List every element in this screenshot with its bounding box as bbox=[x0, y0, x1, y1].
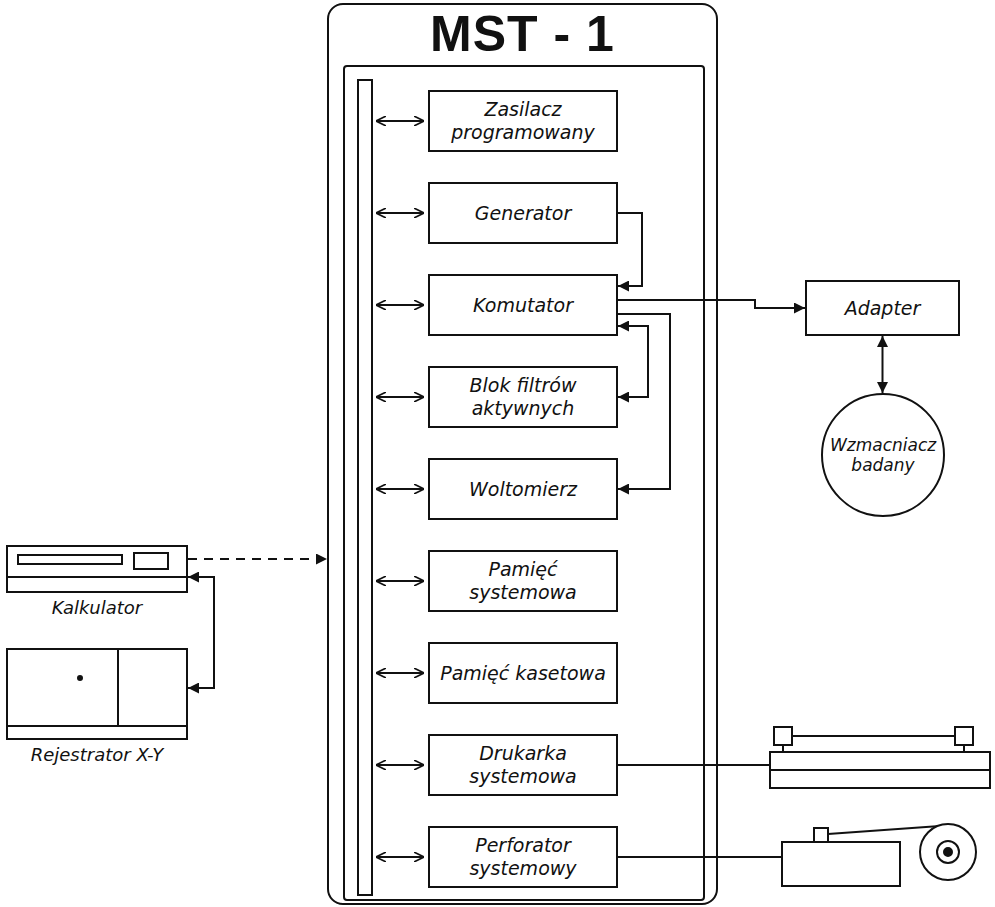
device-outline bbox=[6, 545, 188, 593]
box-label: Komutator bbox=[473, 294, 573, 317]
module-box: Generator bbox=[428, 182, 618, 244]
signal-connector bbox=[618, 314, 670, 489]
module-box: Pamięć systemowa bbox=[428, 550, 618, 612]
module-box: Komutator bbox=[428, 274, 618, 336]
tape-punch-symbol bbox=[618, 824, 976, 886]
device-label: Kalkulator bbox=[6, 597, 188, 618]
circle-label: Wzmacniacz badany bbox=[830, 435, 936, 476]
signal-connector bbox=[188, 558, 327, 560]
module-box: Pamięć kasetowa bbox=[428, 642, 618, 704]
xy-recorder-device: Rejestrator X-Y bbox=[6, 648, 188, 772]
module-box: Zasilacz programowany bbox=[428, 90, 618, 152]
signal-connector bbox=[188, 577, 214, 688]
system-title: MST - 1 bbox=[329, 5, 716, 63]
module-box: Blok filtrów aktywnych bbox=[428, 366, 618, 428]
signal-connector bbox=[618, 326, 648, 397]
printer-symbol bbox=[618, 727, 990, 788]
signal-connector bbox=[618, 213, 642, 286]
box-label: Zasilacz programowany bbox=[438, 98, 608, 144]
system-bus bbox=[358, 80, 372, 895]
box-label: Perforator systemowy bbox=[438, 834, 608, 880]
calculator-device: Kalkulator bbox=[6, 545, 188, 621]
box-label: Woltomierz bbox=[469, 478, 577, 501]
module-box: Drukarka systemowa bbox=[428, 734, 618, 796]
circle-shape bbox=[822, 394, 944, 516]
amplifier-circle: Wzmacniacz badany bbox=[821, 393, 945, 517]
box-label: Blok filtrów aktywnych bbox=[438, 374, 608, 420]
box-label: Pamięć systemowa bbox=[438, 558, 608, 604]
device-label: Rejestrator X-Y bbox=[6, 744, 188, 765]
box-label: Adapter bbox=[845, 297, 921, 320]
system-frame: Zasilacz programowanyGeneratorKomutatorB… bbox=[327, 3, 718, 905]
box-label: Generator bbox=[475, 202, 571, 225]
module-box: Perforator systemowy bbox=[428, 826, 618, 888]
box-label: Pamięć kasetowa bbox=[440, 662, 606, 685]
signal-connector bbox=[618, 300, 805, 308]
bus-arrows bbox=[376, 121, 424, 857]
adapter-box: Adapter bbox=[805, 280, 960, 336]
box-label: Drukarka systemowa bbox=[438, 742, 608, 788]
module-box: Woltomierz bbox=[428, 458, 618, 520]
device-outline bbox=[6, 648, 188, 740]
signal-connector bbox=[882, 336, 884, 393]
